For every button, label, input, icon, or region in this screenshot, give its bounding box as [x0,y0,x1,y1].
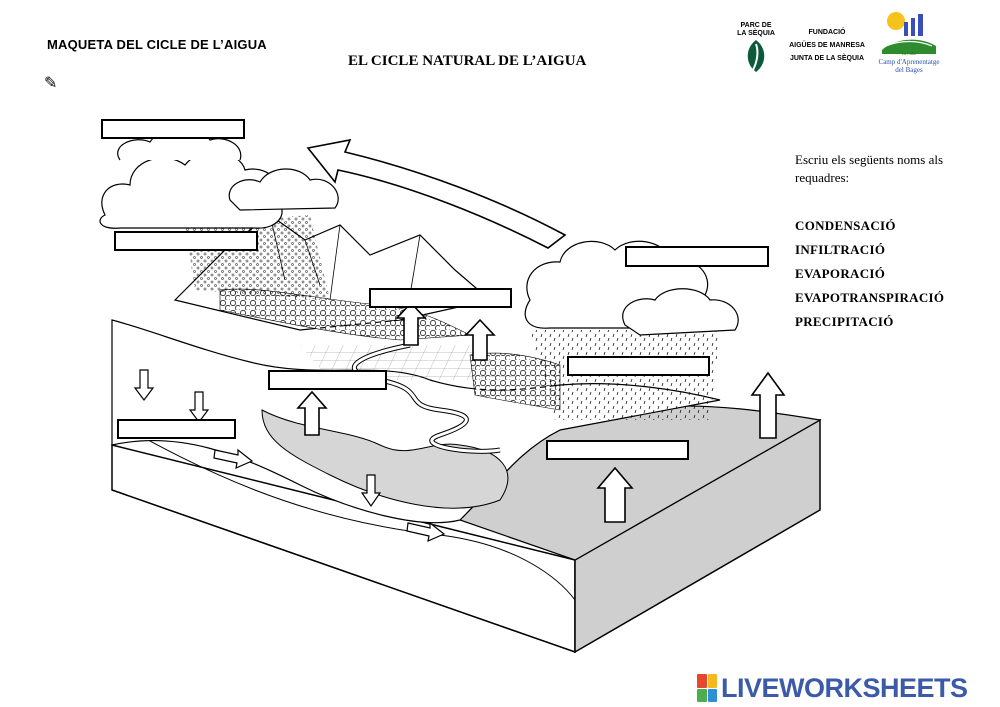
up-arrows [296,301,786,523]
answer-box-7[interactable] [117,419,236,439]
answer-box-5[interactable] [567,356,710,376]
up-arrow-ocean-edge [750,371,786,439]
down-arrows [133,369,382,508]
answer-box-4[interactable] [369,288,512,308]
answer-box-8[interactable] [546,440,689,460]
word-infiltracio: INFILTRACIÓ [795,242,886,257]
lowland-water [261,409,509,509]
logo-parc-line-1: PARC DE [740,22,772,29]
logo-camp-line-3: del Bages [895,66,923,74]
atmospheric-transport-arrow [306,138,567,249]
camp-aprenentatge-emblem [882,12,936,54]
liveworksheets-text: LIVEWORKSHEETS [721,672,968,703]
parc-de-la-sequia-logo: PARC DE LA SÈQUIA [732,22,780,79]
word-bank: CONDENSACIÓ INFILTRACIÓ EVAPORACIÓ EVAPO… [795,214,944,334]
up-arrow-forest [464,318,496,361]
leaf-icon [747,40,765,72]
camp-aprenentatge-logo: La Culla Camp d'Aprenentatge del Bages [868,50,950,74]
liveworksheets-watermark: LIVEWORKSHEETS [697,673,968,703]
word-evaporacio: EVAPORACIÓ [795,266,886,281]
pencil-icon: ✎ [44,75,58,92]
logo-camp-line-1: La Culla [902,51,916,56]
fundacio-logo: FUNDACIÓ AIGÜES DE MANRESA JUNTA DE LA S… [784,26,870,65]
answer-box-1[interactable] [101,119,245,139]
instructions-text: Escriu els següents noms als requadres: [795,152,944,185]
up-arrow-lake [296,390,328,436]
liveworksheets-logo-icon [697,674,717,702]
logo-camp-line-2: Camp d'Aprenentatge [878,58,940,66]
answer-box-2[interactable] [114,231,258,251]
up-arrow-mountain [395,301,427,346]
word-condensacio: CONDENSACIÓ [795,218,896,233]
answer-box-3[interactable] [625,246,769,267]
worksheet-title: MAQUETA DEL CICLE DE L’AIGUA [47,37,267,52]
logo-fundacio-line-2: AIGÜES DE MANRESA [789,42,865,49]
clouds-left [99,128,339,229]
logo-fundacio-line-1: FUNDACIÓ [808,29,846,36]
logo-parc-line-2: LA SÈQUIA [737,30,775,37]
word-precipitacio: PRECIPITACIÓ [795,314,894,329]
answer-box-6[interactable] [268,370,387,390]
logo-fundacio-line-3: JUNTA DE LA SÈQUIA [789,55,865,62]
diagram-title: EL CICLE NATURAL DE L’AIGUA [348,53,587,69]
up-arrow-sea [596,466,634,523]
groundwater-arrows [213,448,446,543]
word-evapotranspiracio: EVAPOTRANSPIRACIÓ [795,290,945,305]
